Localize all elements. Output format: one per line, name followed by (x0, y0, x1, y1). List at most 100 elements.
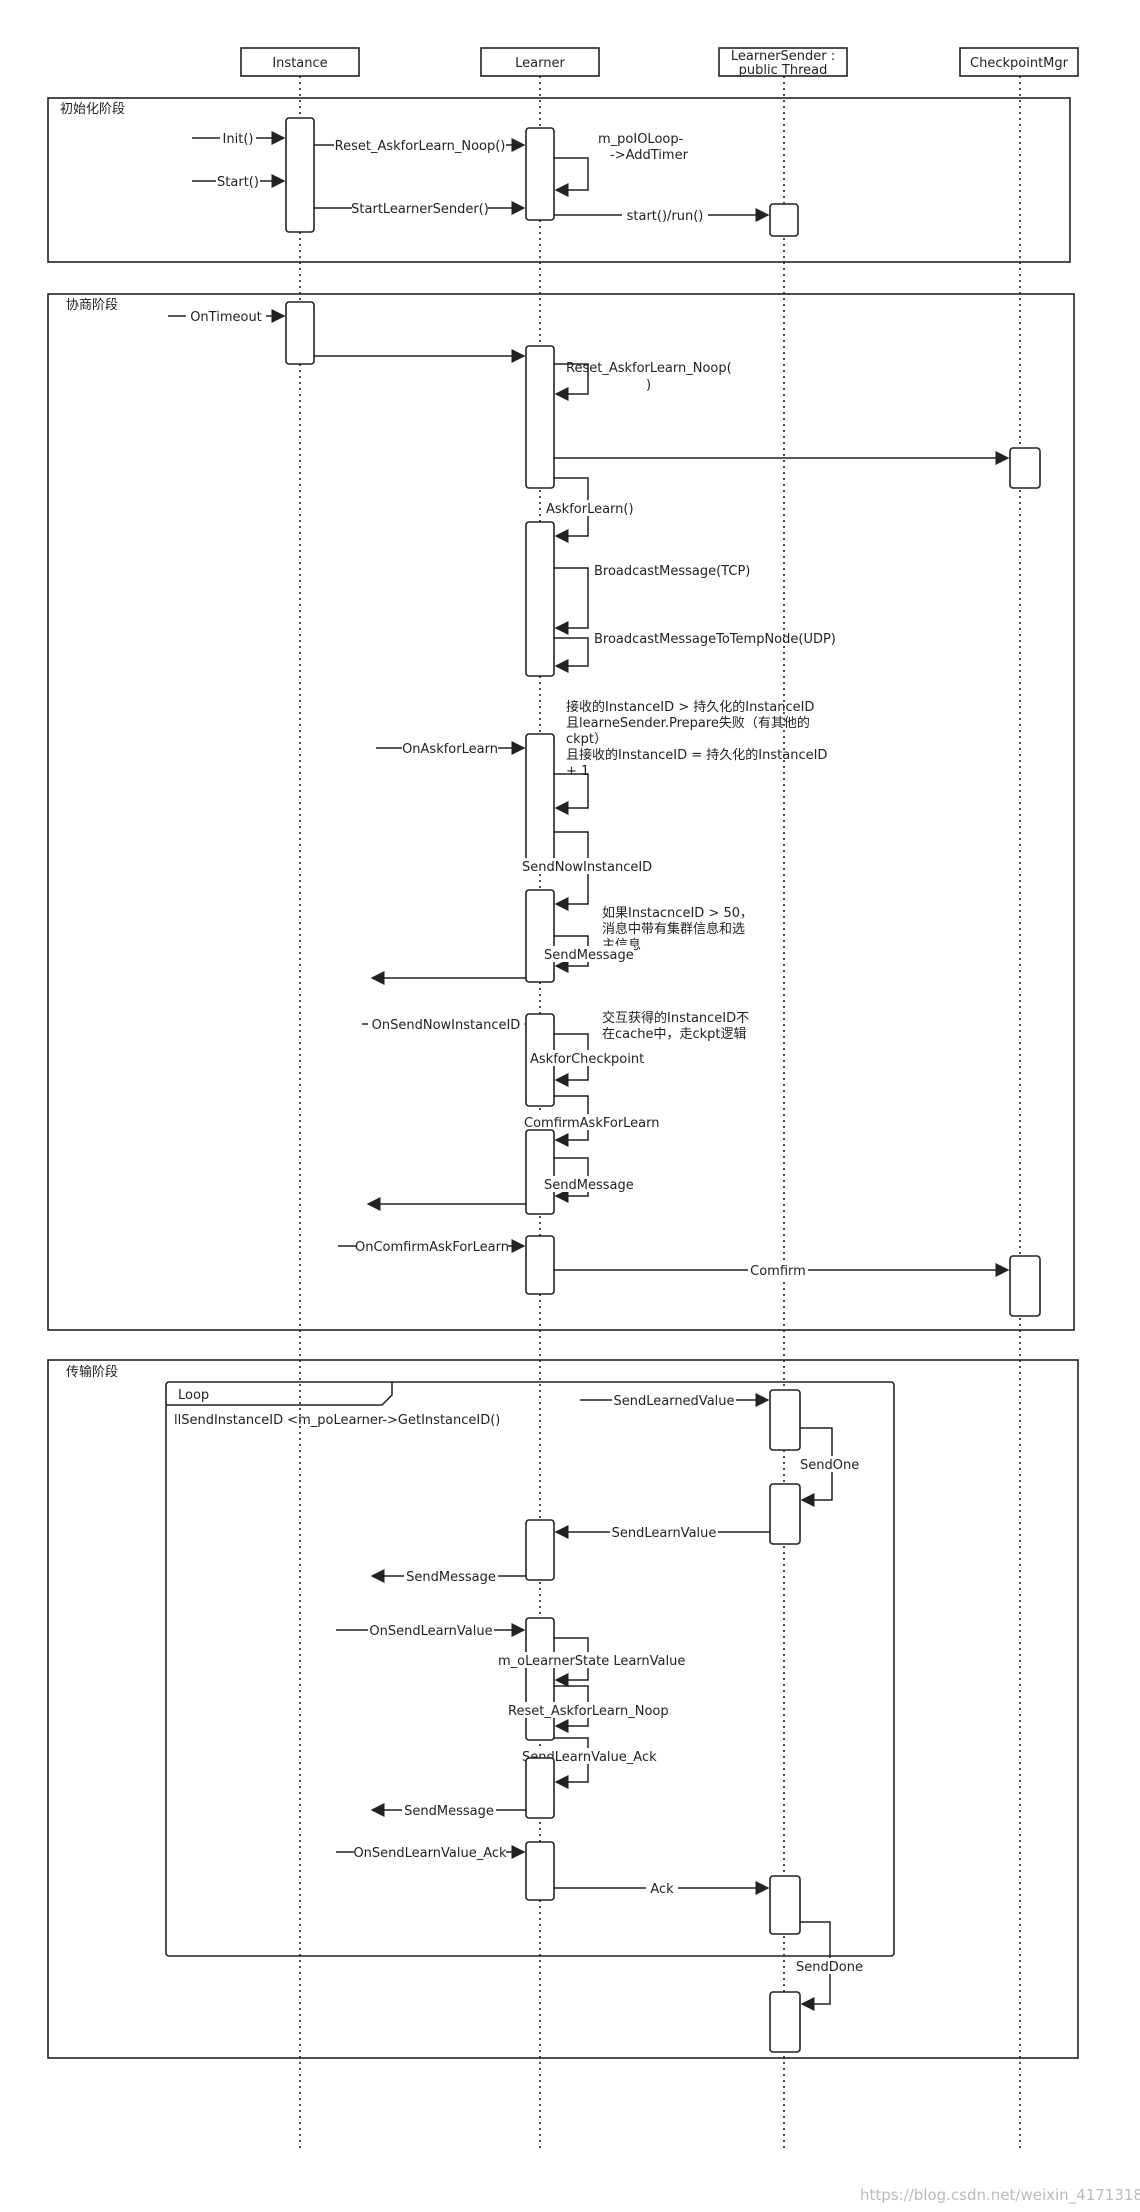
msg-askforcheckpoint-label: AskforCheckpoint (530, 1052, 644, 1067)
participant-checkpointmgr-label: CheckpointMgr (970, 56, 1069, 71)
msg-sendlearnvalue-label: SendLearnValue (612, 1526, 717, 1541)
msg-reset2-label-1: Reset_AskforLearn_Noop( (566, 361, 732, 376)
msg-comfirmaskforlearn-label: ComfirmAskForLearn (524, 1116, 660, 1131)
msg-sendmessage4-bg (402, 1802, 496, 1818)
msg-sendmessage1-label: SendMessage (544, 948, 634, 963)
activation-learner-sendmsg1 (525, 889, 555, 983)
msg-sendmessage4-label: SendMessage (404, 1804, 494, 1819)
msg-reset3-bg (506, 1702, 674, 1718)
phase-frame-transfer (47, 1359, 1079, 2059)
activation-learner-broadcast (525, 521, 555, 677)
msg-addtimer-self (554, 157, 589, 197)
msg-startrun-label: start()/run() (627, 209, 704, 224)
phase-frame-negotiate (47, 293, 1075, 1331)
msg-ontimeout-label: OnTimeout (190, 310, 262, 325)
msg-askforlearn-label: AskforLearn() (546, 502, 634, 517)
msg-learnerstate-bg (496, 1652, 682, 1668)
msg-sendmessage1-bg (542, 946, 634, 962)
msg-senddone-bg (794, 1958, 862, 1974)
activation-instance-timeout (285, 301, 315, 365)
activation-sender-sendlearnedvalue (769, 1389, 801, 1451)
watermark: https://blog.csdn.net/weixin_41713182 (860, 2186, 1140, 2205)
participant-learnersender (718, 47, 848, 77)
msg-sendmessage2-bg (542, 1176, 634, 1192)
msg-sendone-label: SendOne (800, 1458, 859, 1473)
msg-sendlearnvalueack-label: SendLearnValue_Ack (522, 1750, 657, 1765)
note-50-line-2: 消息中带有集群信息和选 (602, 921, 745, 937)
msg-sendlearnvalue-bg (610, 1524, 718, 1540)
activation-learner-oncomfirm (525, 1235, 555, 1295)
participant-instance (240, 47, 360, 77)
note-condition-line-4: 且接收的InstanceID = 持久化的InstanceID (566, 747, 827, 763)
loop-frame (165, 1381, 895, 1957)
msg-oncomfirmaskforlearn-bg (356, 1238, 508, 1254)
msg-startsender-label: StartLearnerSender() (351, 202, 489, 217)
msg-sendlearnedvalue-label: SendLearnedValue (613, 1394, 734, 1409)
note-condition-line-3: ckpt） (566, 732, 607, 747)
activation-learner-onaskforlearn (525, 733, 555, 861)
loop-tab (166, 1382, 393, 1406)
msg-onaskforlearn-label: OnAskforLearn (402, 742, 498, 757)
participant-learnersender-label-2: public Thread (739, 63, 828, 78)
msg-sendmessage2-label: SendMessage (544, 1178, 634, 1193)
activation-sender-senddone (769, 1991, 801, 2053)
msg-onaskforlearn-bg (402, 740, 498, 756)
activation-learner-sendmsg4 (525, 1757, 555, 1819)
msg-reset2-label-2: ) (646, 378, 651, 393)
msg-ack-label: Ack (650, 1882, 674, 1897)
phase-label-transfer: 传输阶段 (66, 1364, 118, 1380)
note-cache-line-1: 交互获得的InstanceID不 (602, 1010, 749, 1026)
activation-checkpointmgr-1 (1009, 447, 1041, 489)
note-condition-line-1: 接收的InstanceID > 持久化的InstanceID (566, 699, 814, 715)
msg-cond-self (554, 773, 589, 815)
msg-askforcheckpoint-bg (528, 1050, 646, 1066)
phase-label-negotiate: 协商阶段 (66, 298, 118, 313)
msg-sendnowinstanceid-label: SendNowInstanceID (522, 860, 652, 875)
activation-learner-sendmsg3 (525, 1519, 555, 1581)
note-50-line-1: 如果InstacnceID > 50， (602, 905, 753, 921)
activation-learner-onsendlearnvalue (525, 1617, 555, 1741)
msg-broadcasttcp-label: BroadcastMessage(TCP) (594, 564, 750, 579)
msg-oncomfirmaskforlearn-label: OnComfirmAskForLearn (355, 1240, 509, 1255)
activation-learner-sendmsg2 (525, 1129, 555, 1215)
msg-broadcasttcp-self (554, 567, 589, 635)
msg-sendlearnedvalue-bg (612, 1392, 736, 1408)
participant-learner-label: Learner (515, 56, 565, 71)
note-condition-line-5: + 1 (566, 764, 589, 779)
note-condition-line-2: 且learneSender.Prepare失败（有其他的 (566, 715, 810, 731)
msg-start-bg (216, 173, 260, 189)
activation-sender-init (769, 203, 799, 237)
activation-sender-ack (769, 1875, 801, 1935)
msg-onsendnowinstanceid-label: OnSendNowInstanceID (372, 1018, 521, 1033)
msg-askforlearn-bg (544, 500, 634, 516)
msg-reset2-self (554, 363, 589, 401)
activation-sender-sendlearnvalue (769, 1483, 801, 1545)
msg-ack-bg (646, 1880, 678, 1896)
activation-learner-init (525, 127, 555, 221)
msg-onsendnowinstanceid-bg (368, 1016, 524, 1032)
loop-guard: llSendInstanceID <m_poLearner->GetInstan… (174, 1413, 500, 1428)
msg-senddone-label: SendDone (796, 1960, 863, 1975)
activation-learner-reset2 (525, 345, 555, 489)
msg-addtimer-label-1: m_poIOLoop- (598, 132, 684, 147)
msg-sendone-bg (798, 1456, 862, 1472)
phase-frame-init (47, 97, 1071, 263)
activation-instance-init (285, 117, 315, 233)
msg-sendmessage3-bg (404, 1568, 498, 1584)
msg-onsendlearnvalue-label: OnSendLearnValue (369, 1624, 492, 1639)
msg-addtimer-label-2: ->AddTimer (610, 148, 689, 163)
msg-learnerstate-label: m_oLearnerState LearnValue (498, 1654, 685, 1669)
msg-broadcastudp-self (554, 637, 589, 673)
msg-init-bg (220, 130, 256, 146)
participant-learner (480, 47, 600, 77)
msg-reset1-bg (334, 137, 506, 153)
msg-ontimeout-bg (186, 308, 266, 324)
msg-startsender-bg (352, 200, 488, 216)
msg-broadcastudp-label: BroadcastMessageToTempNode(UDP) (594, 632, 836, 647)
msg-comfirmaskforlearn-bg (522, 1114, 658, 1130)
phase-label-init: 初始化阶段 (60, 102, 125, 117)
msg-start-label: Start() (217, 175, 259, 190)
msg-reset3-label: Reset_AskforLearn_Noop (508, 1704, 669, 1719)
msg-comfirm-label: Comfirm (750, 1264, 806, 1279)
